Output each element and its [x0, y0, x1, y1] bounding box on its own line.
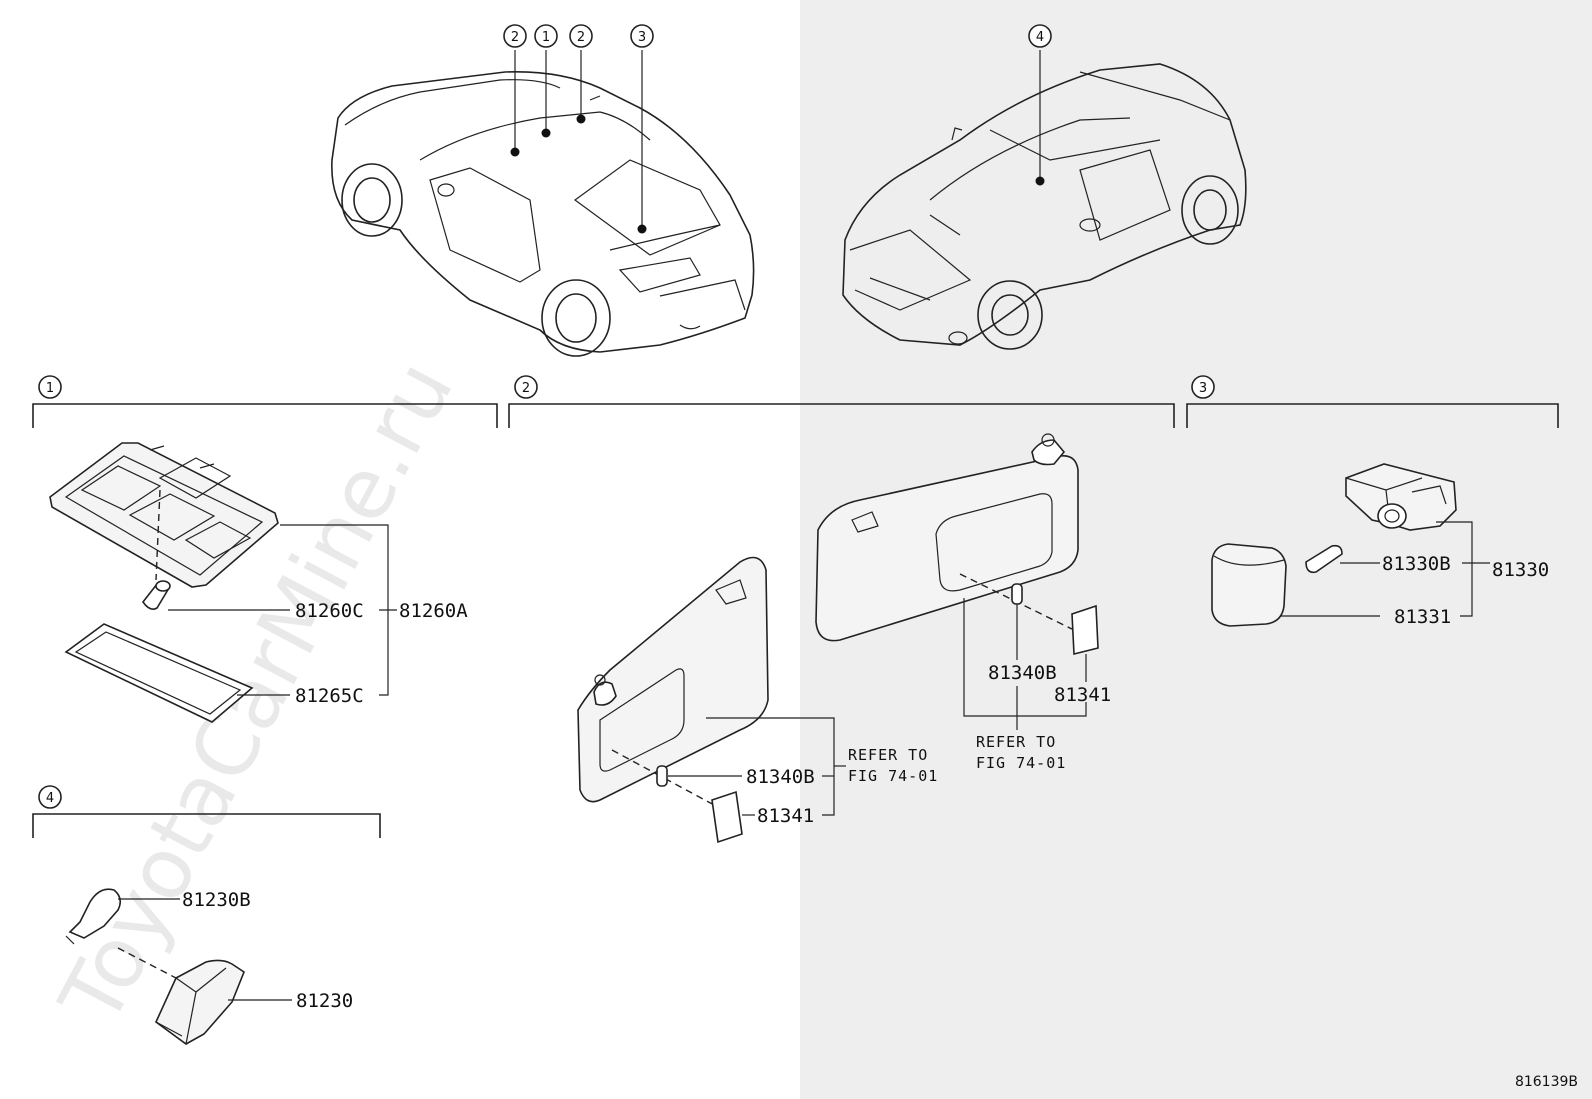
svg-text:3: 3: [1199, 381, 1207, 396]
group-4-bracket: 4: [32, 785, 381, 838]
lens-81331: [1211, 543, 1287, 627]
svg-text:2: 2: [522, 381, 530, 396]
callout-3-marker: [630, 24, 654, 48]
label-81260c: 81260C: [295, 600, 364, 622]
bulb-81330b: [1305, 544, 1343, 574]
svg-text:2: 2: [511, 30, 519, 45]
svg-text:1: 1: [542, 30, 550, 45]
label-81265c: 81265C: [295, 685, 364, 707]
group-1-bracket: 1: [32, 375, 498, 428]
figure-code: 816139B: [1515, 1074, 1578, 1090]
sun-visor-left: [577, 556, 769, 807]
group-2-left-leaders: [668, 717, 846, 816]
label-81340b-right: 81340B: [988, 662, 1057, 684]
sun-visor-right: [815, 433, 1079, 642]
label-81260a: 81260A: [399, 600, 468, 622]
bulb-81260c: [142, 580, 171, 610]
car-rear-view: 2 1 2 3: [331, 24, 755, 357]
label-81340b-left: 81340B: [746, 766, 815, 788]
lamp-81230: [117, 947, 245, 1045]
watermark: ToyotaCarMine.ru: [41, 345, 473, 1040]
svg-text:4: 4: [1036, 30, 1044, 45]
refer-to-left-1: REFER TO: [848, 746, 928, 764]
refer-to-right-2: FIG 74-01: [976, 754, 1066, 772]
bulb-81340b-left: [656, 765, 668, 787]
lens-81341-left: [711, 790, 743, 844]
svg-text:3: 3: [638, 30, 646, 45]
callout-2-marker: [569, 24, 593, 48]
car-front-view: 4: [842, 24, 1247, 350]
refer-to-right-1: REFER TO: [976, 733, 1056, 751]
label-81230: 81230: [296, 990, 353, 1012]
svg-text:1: 1: [46, 381, 54, 396]
callout-2-marker: [503, 24, 527, 48]
label-81230b: 81230B: [182, 889, 251, 911]
bulb-81340b-right: [1011, 583, 1023, 605]
svg-text:ToyotaCarMine.ru: ToyotaCarMine.ru: [41, 345, 473, 1040]
label-81331: 81331: [1394, 606, 1451, 628]
svg-text:2: 2: [577, 30, 585, 45]
lens-81341-right: [1071, 604, 1099, 656]
group-1-leaders: [168, 524, 397, 696]
refer-to-left-2: FIG 74-01: [848, 767, 938, 785]
group-3-bracket: 3: [1186, 375, 1559, 428]
group-3-leaders: [1280, 521, 1490, 617]
group-2-right-leaders: [963, 598, 1087, 730]
group-4-leaders: [118, 898, 292, 1001]
callout-1-marker: [534, 24, 558, 48]
room-lamp-assembly: [49, 442, 279, 588]
label-81330: 81330: [1492, 559, 1549, 581]
svg-text:4: 4: [46, 791, 54, 806]
label-81341-right: 81341: [1054, 684, 1111, 706]
luggage-lamp-81330: [1345, 463, 1457, 531]
lens-81265c: [64, 623, 254, 723]
callout-4-marker: [1028, 24, 1052, 48]
label-81330b: 81330B: [1382, 553, 1451, 575]
bulb-81230b: [65, 888, 122, 945]
label-81341-left: 81341: [757, 805, 814, 827]
group-2-bracket: 2: [508, 375, 1175, 428]
